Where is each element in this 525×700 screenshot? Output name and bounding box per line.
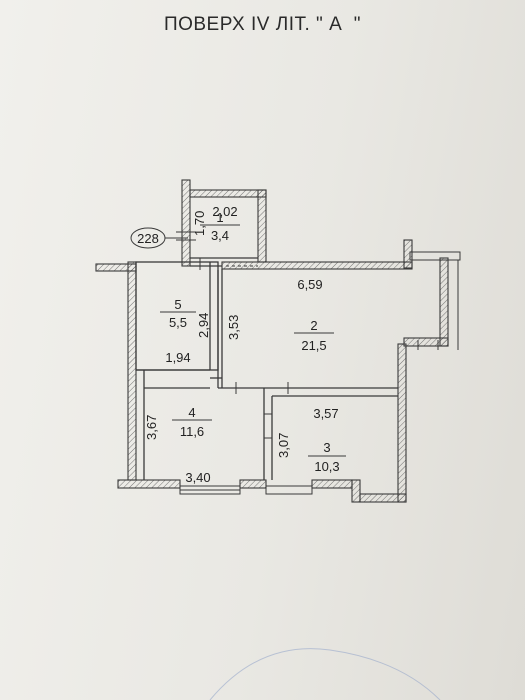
room-1-number: 1 [216,210,223,225]
room-3-number: 3 [323,440,330,455]
room-5-number: 5 [174,297,181,312]
building-marker: 228 [137,231,159,246]
room-1-area: 3,4 [211,228,229,243]
interior-walls [135,231,439,480]
room-5-area: 5,5 [169,315,187,330]
dim-3-67: 3,67 [144,415,159,440]
room-2-number: 2 [310,318,317,333]
outer-walls [95,179,461,503]
dim-3-40: 3,40 [185,470,210,485]
dim-2-94: 2,94 [196,313,211,338]
dim-3-57: 3,57 [313,406,338,421]
room-3-area: 10,3 [314,459,339,474]
dim-2-02: 2,02 [212,204,237,219]
room-4-area: 11,6 [180,424,204,439]
dim-3-53: 3,53 [226,315,241,340]
dim-1-70: 1,70 [192,211,207,236]
dim-3-07: 3,07 [276,433,291,458]
room-2-area: 21,5 [301,338,326,353]
room-labels: 1 3,4 2 21,5 3 10,3 4 11,6 5 5,5 [169,210,340,474]
room-4-number: 4 [188,405,195,420]
fraction-lines [160,224,346,457]
stamp-fragment [209,648,441,700]
dim-1-94: 1,94 [165,350,190,365]
dim-6-59: 6,59 [297,277,322,292]
floor-title: ПОВЕРХ IV ЛІТ. " А " [163,14,362,35]
dimension-labels: 2,02 1,70 6,59 3,53 2,94 1,94 3,67 3,40 … [144,204,339,485]
